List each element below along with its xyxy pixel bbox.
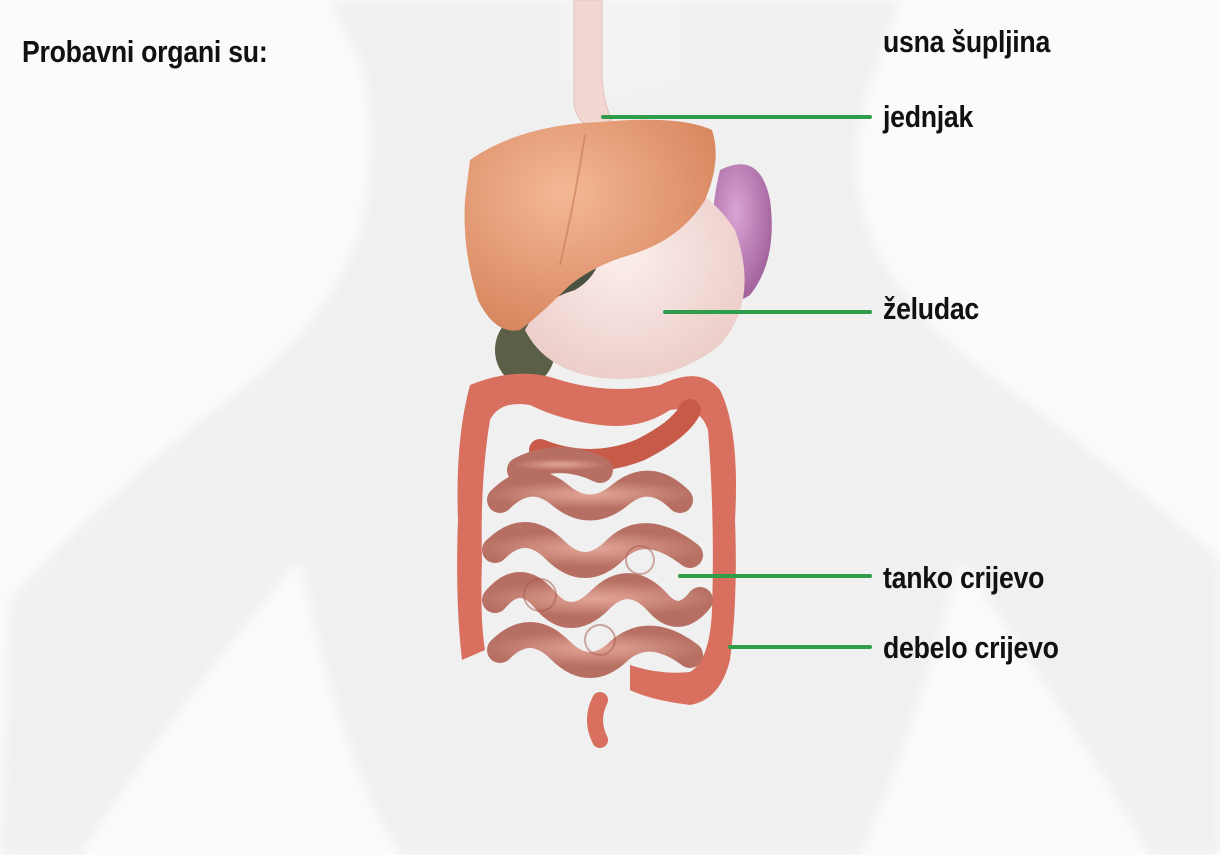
label-tanko-crijevo: tanko crijevo bbox=[883, 562, 1044, 593]
label-jednjak: jednjak bbox=[883, 101, 973, 132]
label-usna-supljina: usna šupljina bbox=[883, 26, 1050, 57]
slide-title: Probavni organi su: bbox=[22, 36, 267, 67]
label-debelo-crijevo: debelo crijevo bbox=[883, 632, 1059, 663]
label-zeludac: želudac bbox=[883, 293, 979, 324]
